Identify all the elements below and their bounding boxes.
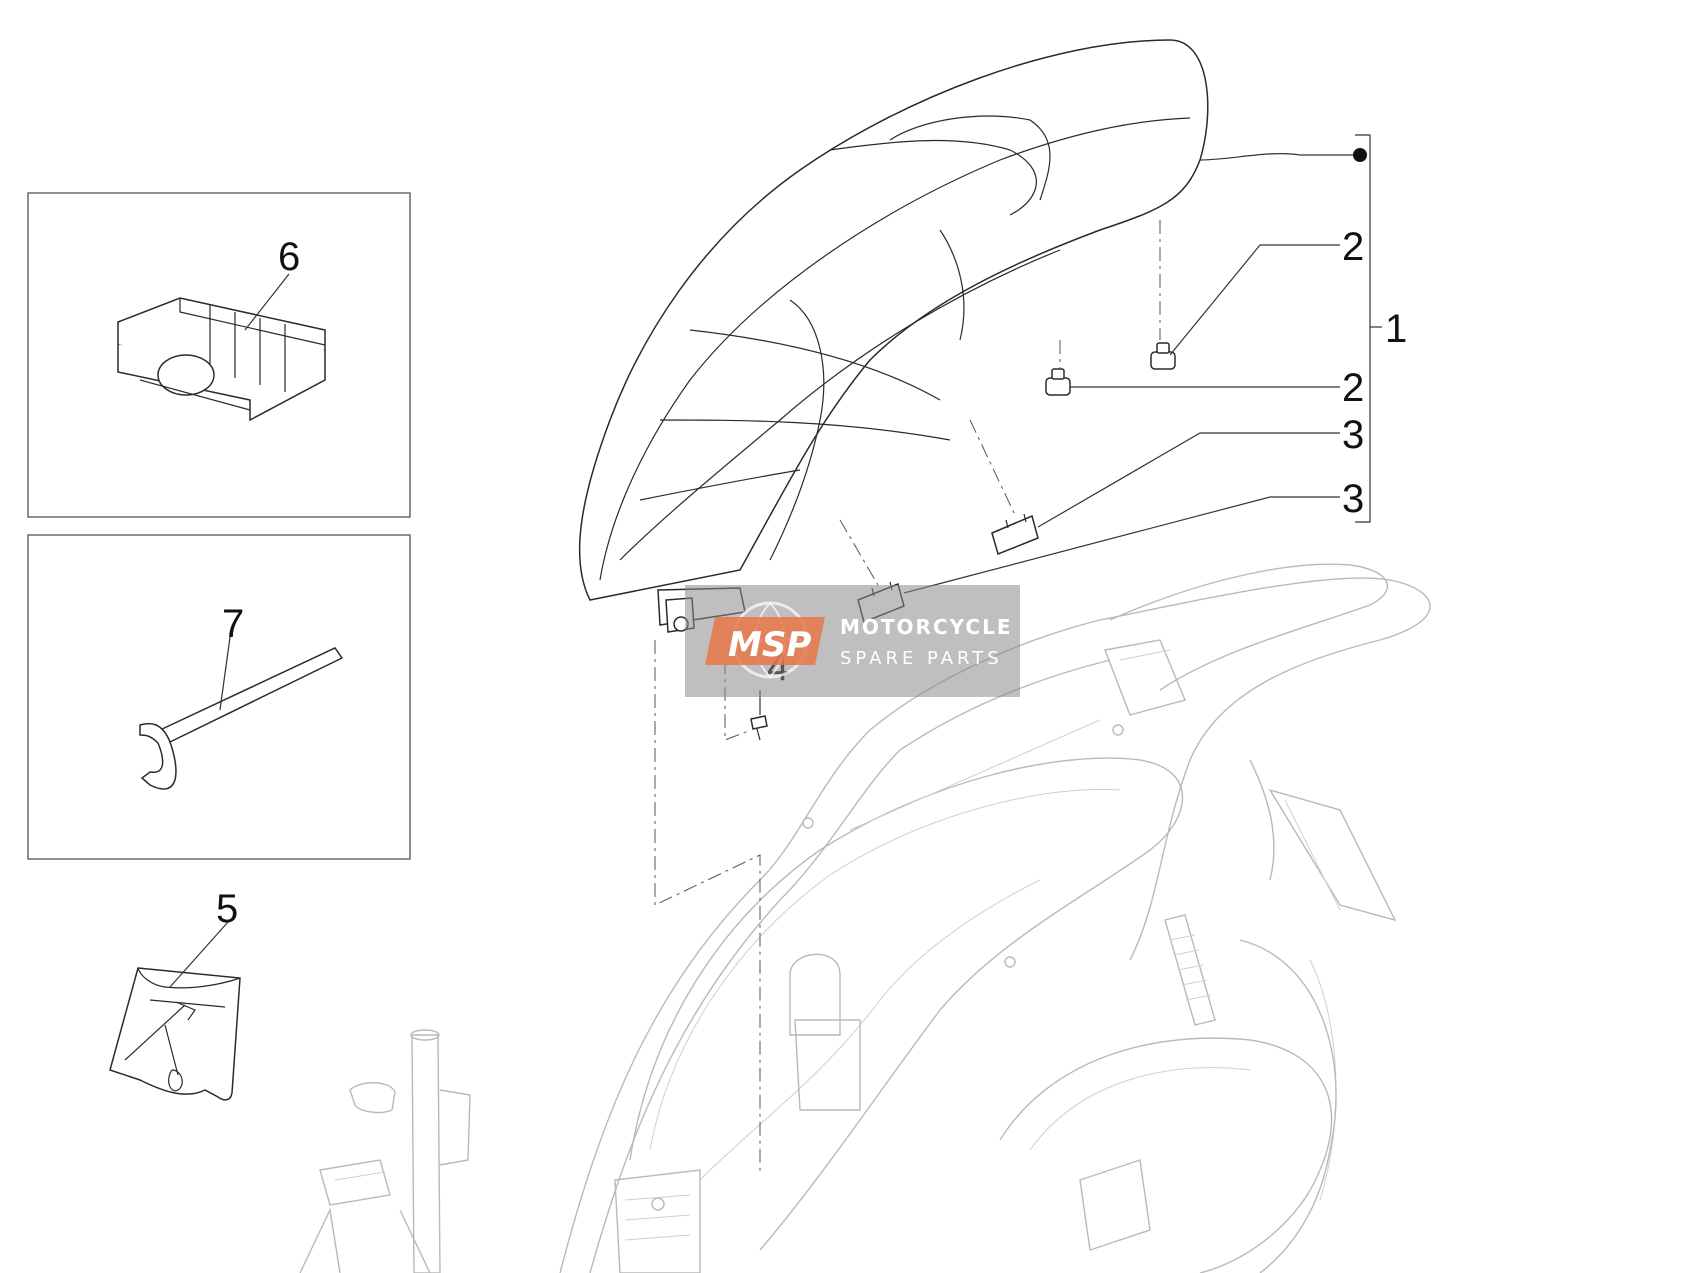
pad-part-a — [991, 513, 1039, 556]
callout-3-upper: 3 — [1342, 413, 1364, 457]
callouts: 1 2 2 3 3 4 5 6 7 — [216, 225, 1407, 931]
scooter-body-ghost — [559, 563, 1431, 1273]
callout-3-lower: 3 — [1342, 477, 1364, 521]
buffer-part-b — [1045, 368, 1071, 396]
watermark-title: MOTORCYCLE — [840, 615, 1012, 639]
frame-ghost — [299, 1029, 471, 1273]
leaders — [759, 134, 1382, 715]
seat-part — [578, 39, 1209, 633]
watermark: MSP MOTORCYCLE SPARE PARTS — [685, 585, 1020, 697]
kit-box-7 — [27, 534, 411, 860]
callout-7: 7 — [222, 602, 244, 646]
watermark-subtitle: SPARE PARTS — [840, 648, 1003, 669]
toolkit-bag-part — [109, 921, 241, 1101]
callout-1: 1 — [1385, 307, 1407, 351]
callout-5: 5 — [216, 887, 238, 931]
spanner-part — [139, 647, 344, 790]
kit-box-6 — [27, 192, 411, 518]
clip-part — [117, 297, 326, 422]
screw-part — [750, 715, 768, 741]
buffer-part-a — [1150, 342, 1176, 370]
assembly-lines — [654, 220, 1161, 1175]
watermark-logo: MSP — [728, 625, 811, 665]
callout-6: 6 — [278, 235, 300, 279]
callout-2-lower: 2 — [1342, 366, 1364, 410]
callout-2-upper: 2 — [1342, 225, 1364, 269]
